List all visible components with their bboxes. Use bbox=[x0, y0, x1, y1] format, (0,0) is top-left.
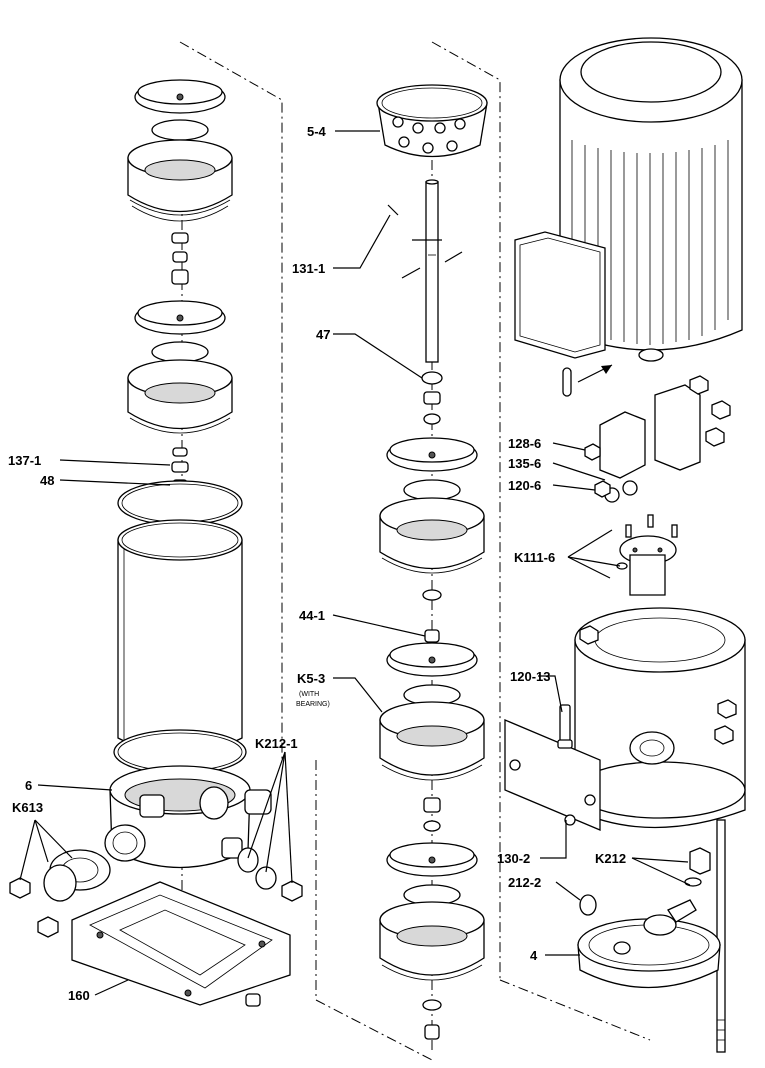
label-with: (WITH bbox=[299, 691, 319, 698]
guard-plate bbox=[504, 704, 601, 831]
center-stage-2 bbox=[379, 642, 485, 781]
label-212-2: 212-2 bbox=[508, 875, 541, 890]
shaft-131-1 bbox=[387, 179, 463, 363]
label-120-13: 120-13 bbox=[510, 669, 550, 684]
pump-base-housing bbox=[43, 765, 272, 902]
coupling-k111-6 bbox=[616, 514, 678, 596]
motor bbox=[514, 37, 743, 362]
left-stage-middle bbox=[127, 300, 233, 434]
base-plate bbox=[71, 881, 291, 1006]
label-4: 4 bbox=[530, 948, 538, 963]
label-44-1: 44-1 bbox=[299, 608, 325, 623]
center-bottom-parts bbox=[422, 999, 442, 1040]
label-k212: K212 bbox=[595, 851, 626, 866]
motor-key-arrow bbox=[562, 364, 613, 397]
outer-sleeve bbox=[113, 480, 247, 775]
label-131-1: 131-1 bbox=[292, 261, 325, 276]
part-labels: 5-4 131-1 47 137-1 48 128-6 135-6 120-6 … bbox=[8, 124, 626, 1003]
label-k613: K613 bbox=[12, 800, 43, 815]
label-5-4: 5-4 bbox=[307, 124, 327, 139]
center-stage-1 bbox=[379, 437, 485, 574]
label-128-6: 128-6 bbox=[508, 436, 541, 451]
label-k212-1: K212-1 bbox=[255, 736, 298, 751]
label-137-1: 137-1 bbox=[8, 453, 41, 468]
leader-lines bbox=[19, 130, 691, 996]
left-spacer-parts-1 bbox=[171, 232, 189, 285]
label-130-2: 130-2 bbox=[497, 851, 530, 866]
label-k5-3: K5-3 bbox=[297, 671, 325, 686]
coupling-parts bbox=[584, 375, 731, 503]
right-plug-parts bbox=[579, 847, 711, 916]
center-small-parts-lower bbox=[423, 797, 441, 832]
label-135-6: 135-6 bbox=[508, 456, 541, 471]
motor-stool bbox=[574, 607, 746, 829]
label-bearing: BEARING) bbox=[296, 701, 330, 708]
tie-bolt bbox=[716, 819, 726, 1053]
label-k111-6: K111-6 bbox=[514, 550, 555, 565]
left-stage-top bbox=[127, 79, 233, 222]
label-160: 160 bbox=[68, 988, 90, 1003]
center-small-parts-upper bbox=[421, 371, 443, 425]
left-small-parts bbox=[9, 847, 303, 1007]
label-6: 6 bbox=[25, 778, 32, 793]
label-120-6: 120-6 bbox=[508, 478, 541, 493]
strainer-5-4 bbox=[376, 84, 488, 158]
top-cover-4 bbox=[577, 899, 721, 989]
center-stage-3 bbox=[379, 842, 485, 981]
label-47: 47 bbox=[316, 327, 330, 342]
label-48: 48 bbox=[40, 473, 54, 488]
